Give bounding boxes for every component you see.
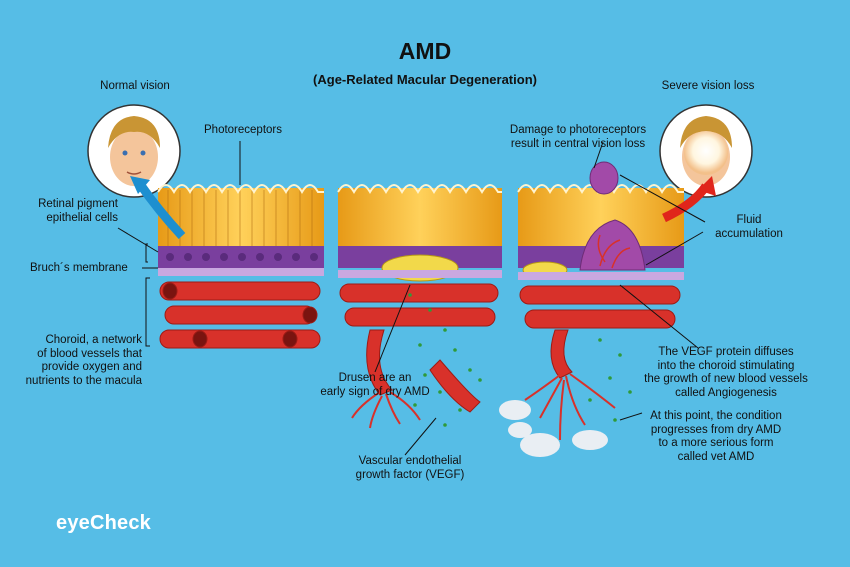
label-choroid-line: Choroid, a network xyxy=(45,334,142,346)
label-rpe-line: epithelial cells xyxy=(46,211,118,224)
label-drusen-line: early sign of dry AMD xyxy=(320,385,430,398)
label-wet-amd-line: progresses from dry AMD xyxy=(650,423,782,436)
label-choroid-line: provide oxygen and xyxy=(41,361,142,373)
normal-vision-face xyxy=(87,104,181,198)
page-title: AMD xyxy=(398,38,452,64)
photoreceptor-layer xyxy=(157,184,324,248)
label-damage: Damage to photoreceptors result in centr… xyxy=(504,124,652,151)
fluid-bubble xyxy=(589,161,619,195)
label-photoreceptors: Photoreceptors xyxy=(204,124,282,136)
label-vegf-diffusion: The VEGF protein diffuses into the choro… xyxy=(626,346,826,400)
label-rpe-line: Retinal pigment xyxy=(38,198,118,210)
label-fluid-accumulation: Fluid accumulation xyxy=(704,214,794,241)
normal-vision-arrow xyxy=(136,181,186,240)
label-fluid-line: Fluid xyxy=(736,214,762,226)
choroid-vessels xyxy=(159,281,321,349)
label-normal-vision: Normal vision xyxy=(100,80,170,92)
label-vegf: Vascular endothelial growth factor (VEGF… xyxy=(345,455,475,482)
label-vegf-diffusion-line: called Angiogenesis xyxy=(675,386,777,399)
label-wet-amd-line: called vet AMD xyxy=(677,450,755,463)
label-choroid-line: of blood vessels that xyxy=(37,347,142,360)
retina-panel-normal xyxy=(157,184,324,349)
label-wet-amd: At this point, the condition progresses … xyxy=(628,410,804,464)
bruch-membrane xyxy=(158,268,324,276)
label-vegf-diffusion-line: the growth of new blood vessels xyxy=(644,373,808,385)
label-wet-amd-line: to a more serious form xyxy=(658,437,774,449)
label-choroid: Choroid, a network of blood vessels that… xyxy=(14,334,142,388)
label-vegf-line: growth factor (VEGF) xyxy=(355,468,465,481)
label-wet-amd-line: At this point, the condition xyxy=(650,410,782,422)
label-bruch-membrane: Bruch´s membrane xyxy=(30,262,128,274)
label-vegf-diffusion-line: The VEGF protein diffuses xyxy=(658,346,794,358)
label-severe-vision-loss: Severe vision loss xyxy=(661,80,755,92)
label-vegf-diffusion-line: into the choroid stimulating xyxy=(657,359,795,372)
label-drusen-line: Drusen are an xyxy=(338,372,412,384)
label-choroid-line: nutrients to the macula xyxy=(25,374,142,387)
leader-lines xyxy=(117,141,706,456)
label-drusen: Drusen are an early sign of dry AMD xyxy=(305,372,445,399)
label-vegf-line: Vascular endothelial xyxy=(358,455,462,467)
label-damage-line: Damage to photoreceptors xyxy=(509,124,647,136)
vegf-dots xyxy=(408,293,482,427)
label-damage-line: result in central vision loss xyxy=(510,137,646,150)
page-subtitle: (Age-Related Macular Degeneration) xyxy=(313,72,537,87)
fluid-accumulation xyxy=(579,219,646,271)
eyecheck-logo: eyeCheck xyxy=(56,512,151,534)
vision-loss-face xyxy=(659,104,753,198)
retina-panel-wet-amd xyxy=(499,161,684,457)
label-fluid-line: accumulation xyxy=(715,227,783,240)
label-rpe: Retinal pigment epithelial cells xyxy=(20,198,118,225)
leaked-fluid xyxy=(499,400,608,457)
